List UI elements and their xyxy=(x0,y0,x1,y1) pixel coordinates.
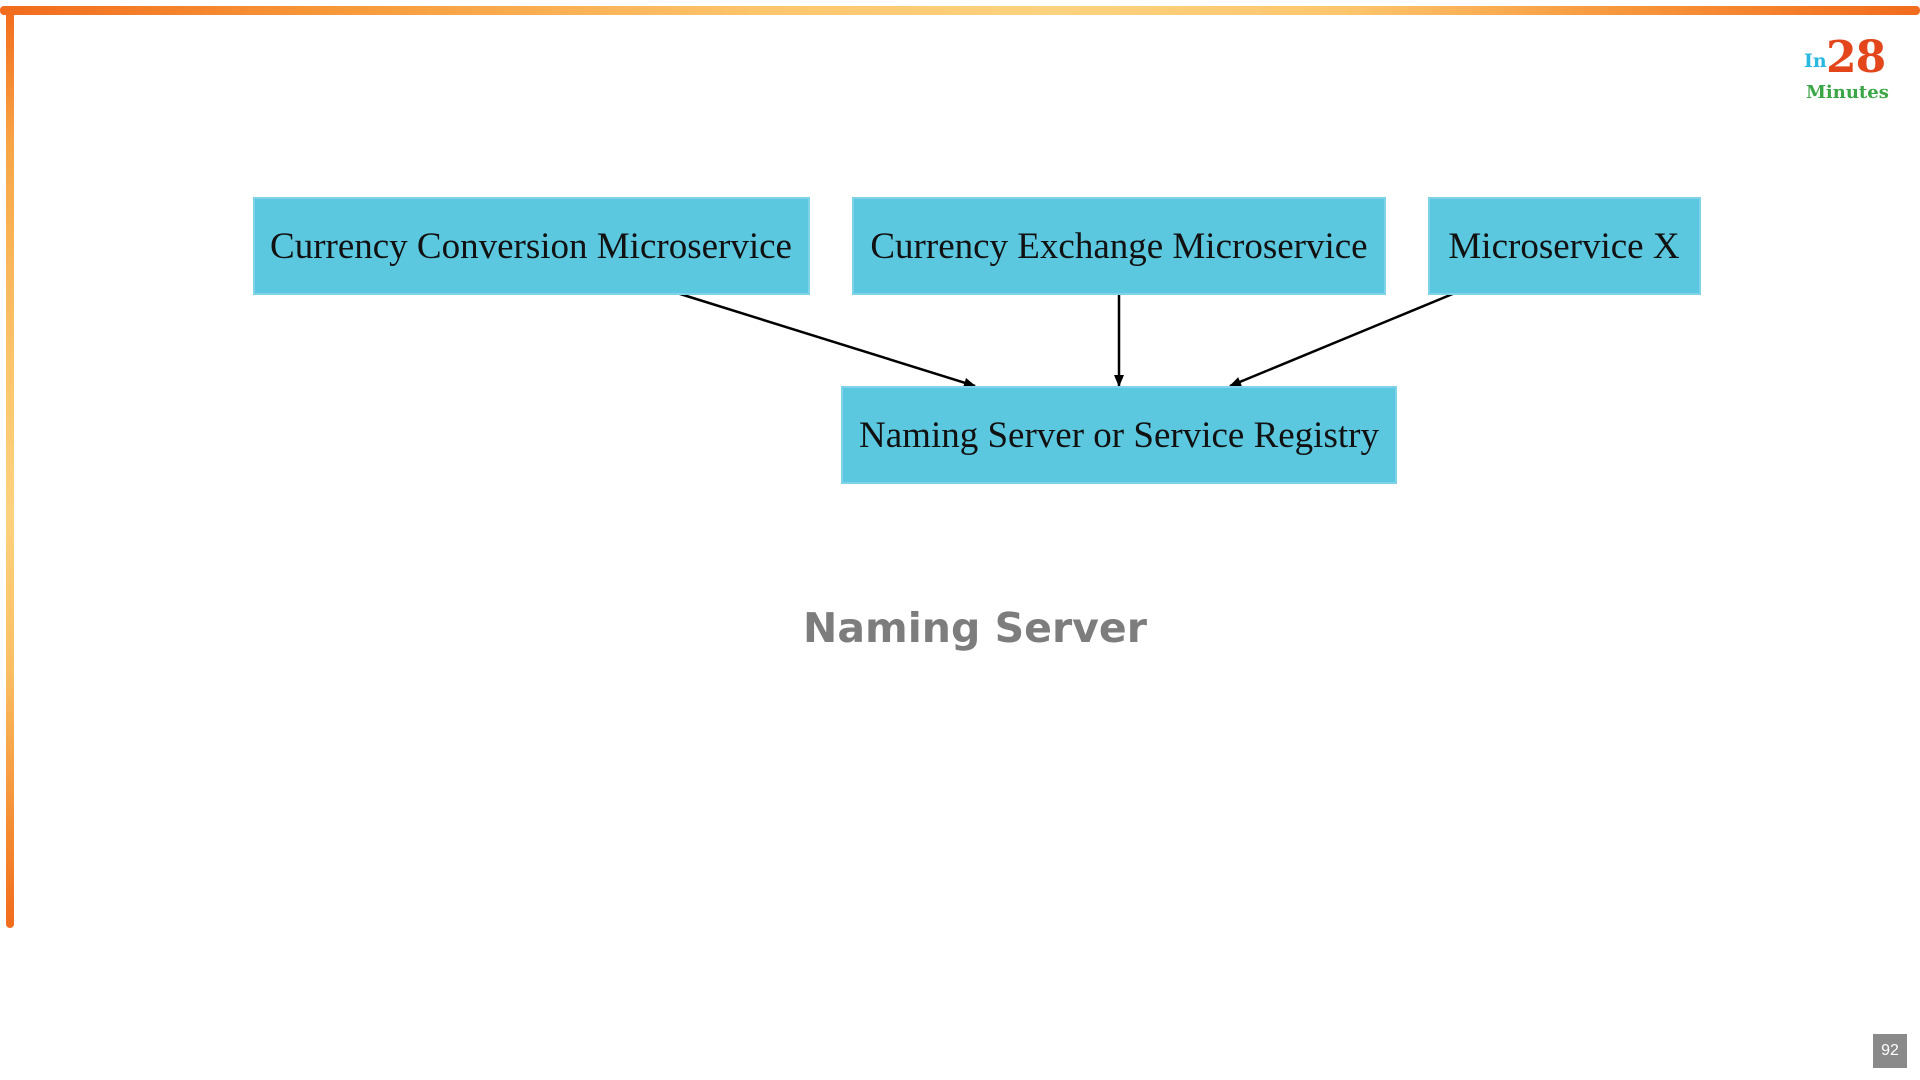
logo-suffix: Minutes xyxy=(1806,82,1889,103)
node-label-currency-exchange: Currency Exchange Microservice xyxy=(870,226,1367,267)
node-naming-server: Naming Server or Service Registry xyxy=(841,386,1397,484)
node-label-microservice-x: Microservice X xyxy=(1448,226,1679,267)
node-microservice-x: Microservice X xyxy=(1428,197,1701,295)
frame-left-border xyxy=(6,6,14,928)
node-currency-conversion: Currency Conversion Microservice xyxy=(253,197,810,295)
node-label-currency-conversion: Currency Conversion Microservice xyxy=(270,226,792,267)
logo-prefix: In xyxy=(1804,50,1827,72)
edge-microservice-x-to-naming-server xyxy=(1229,291,1456,388)
node-currency-exchange: Currency Exchange Microservice xyxy=(852,197,1386,295)
page-number-badge: 92 xyxy=(1873,1034,1907,1068)
logo-number: 28 xyxy=(1826,32,1886,83)
in28minutes-logo: In 28 Minutes xyxy=(1804,32,1894,106)
edge-currency-conversion-to-naming-server xyxy=(676,291,976,388)
frame-top-border xyxy=(0,6,1920,15)
node-label-naming-server: Naming Server or Service Registry xyxy=(859,415,1379,456)
slide-caption: Naming Server xyxy=(803,604,1147,652)
